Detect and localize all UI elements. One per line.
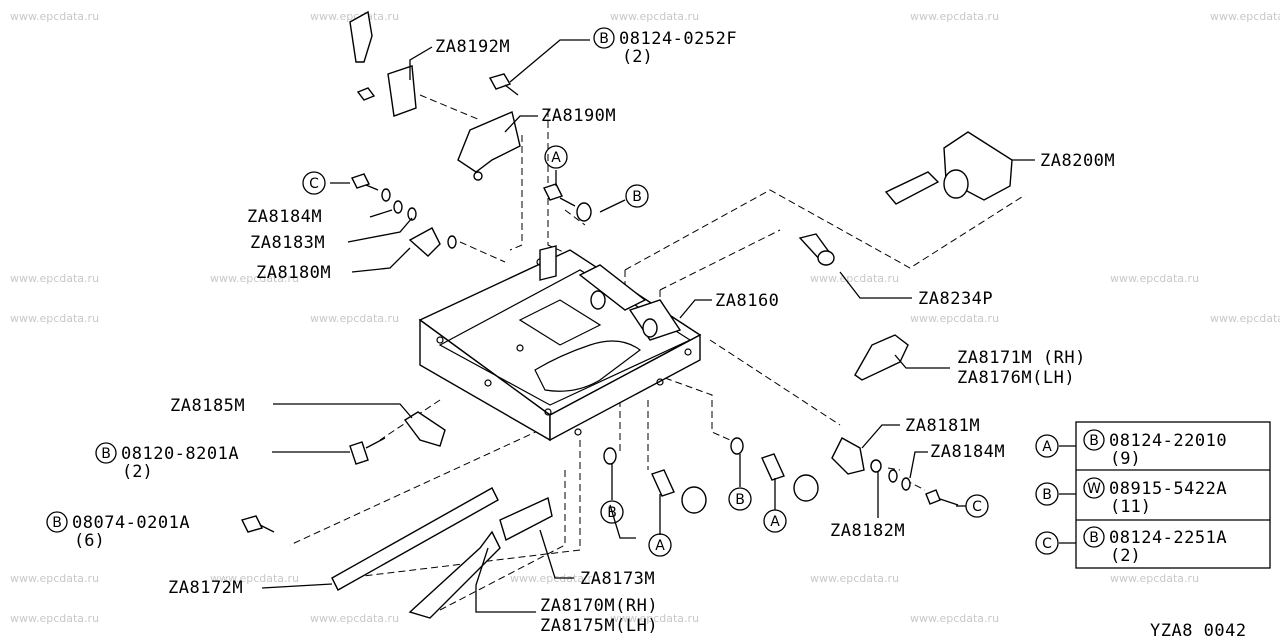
diagram-code: YZA8 0042: [1150, 621, 1247, 640]
label-za8170m: ZA8170M(RH): [540, 596, 658, 616]
label-za8181m: ZA8181M: [905, 416, 980, 436]
lever-part: [349, 10, 373, 63]
callout-a: A: [770, 514, 780, 530]
label-za8173m: ZA8173M: [580, 569, 655, 589]
legend-quantity: (9): [1110, 449, 1141, 469]
label-za8184m: ZA8184M: [930, 442, 1005, 462]
legend-quantity: (2): [1110, 546, 1141, 566]
watermark: www.epcdata.ru: [310, 10, 399, 23]
watermarks: www.epcdata.ru www.epcdata.ru www.epcdat…: [10, 10, 1280, 625]
watermark: www.epcdata.ru: [810, 572, 899, 585]
fastener-legend: A B 08124-22010 (9) B W 08915-5422A (11)…: [1035, 421, 1271, 569]
callouts: A B C B A B A C: [302, 145, 989, 557]
part-labels: ZA8192M ZA8190M ZA8200M ZA8184M ZA8183M …: [168, 37, 1115, 636]
legend-prefix: B: [1089, 530, 1099, 546]
watermark: www.epcdata.ru: [1110, 572, 1199, 585]
bolt-quantity: (2): [122, 462, 153, 482]
label-za8190m: ZA8190M: [541, 106, 616, 126]
bolt-quantity: (2): [622, 47, 653, 67]
watermark: www.epcdata.ru: [310, 312, 399, 325]
label-za8171m: ZA8171M (RH): [957, 348, 1086, 368]
legend-quantity: (11): [1110, 497, 1151, 517]
watermark: www.epcdata.ru: [10, 572, 99, 585]
watermark: www.epcdata.ru: [10, 612, 99, 625]
label-za8160: ZA8160: [715, 291, 779, 311]
watermark: www.epcdata.ru: [1210, 10, 1280, 23]
label-za8234p: ZA8234P: [918, 289, 993, 309]
watermark: www.epcdata.ru: [910, 10, 999, 23]
bolt-prefix: B: [599, 31, 609, 47]
callout-b: B: [735, 492, 745, 508]
label-za8185m: ZA8185M: [170, 396, 245, 416]
legend-part-number: 08915-5422A: [1109, 479, 1227, 499]
callout-c: C: [972, 499, 982, 515]
watermark: www.epcdata.ru: [210, 572, 299, 585]
legend-key: C: [1042, 536, 1052, 552]
watermark: www.epcdata.ru: [10, 272, 99, 285]
bolt-part-number: 08074-0201A: [72, 513, 190, 533]
watermark: www.epcdata.ru: [910, 312, 999, 325]
label-za8176m: ZA8176M(LH): [957, 368, 1075, 388]
label-za8200m: ZA8200M: [1040, 151, 1115, 171]
assembly-lines: [289, 94, 1026, 611]
callout-a: A: [655, 538, 665, 554]
legend-prefix: B: [1089, 433, 1099, 449]
seat-frame: [418, 245, 702, 442]
label-za8192m: ZA8192M: [435, 37, 510, 57]
parts: [240, 10, 1013, 619]
legend-key: A: [1042, 439, 1052, 455]
bolt-prefix: B: [52, 515, 62, 531]
label-za8182m: ZA8182M: [830, 521, 905, 541]
label-za8180m: ZA8180M: [256, 263, 331, 283]
legend-key: B: [1042, 487, 1052, 503]
watermark: www.epcdata.ru: [10, 312, 99, 325]
watermark: www.epcdata.ru: [210, 272, 299, 285]
watermark: www.epcdata.ru: [10, 10, 99, 23]
watermark: www.epcdata.ru: [1110, 272, 1199, 285]
watermark: www.epcdata.ru: [1210, 312, 1280, 325]
callout-b: B: [632, 189, 642, 205]
watermark: www.epcdata.ru: [910, 612, 999, 625]
bolt-quantity: (6): [74, 531, 105, 551]
watermark: www.epcdata.ru: [610, 612, 699, 625]
bolt-labels: B 08124-0252F (2) B 08120-8201A (2) B 08…: [46, 27, 737, 551]
label-za8172m: ZA8172M: [168, 578, 243, 598]
watermark: www.epcdata.ru: [310, 612, 399, 625]
legend-prefix: W: [1087, 481, 1101, 497]
legend-part-number: 08124-2251A: [1109, 528, 1227, 548]
label-za8184m: ZA8184M: [247, 207, 322, 227]
watermark: www.epcdata.ru: [810, 272, 899, 285]
leader-lines: [261, 39, 1035, 613]
bolt-part-number: 08124-0252F: [619, 29, 737, 49]
callout-c: C: [309, 176, 319, 192]
label-za8175m: ZA8175M(LH): [540, 616, 658, 636]
label-za8183m: ZA8183M: [250, 233, 325, 253]
watermark: www.epcdata.ru: [610, 10, 699, 23]
bolt-prefix: B: [101, 446, 111, 462]
callout-a: A: [551, 150, 561, 166]
legend-part-number: 08124-22010: [1109, 431, 1227, 451]
bolt-part-number: 08120-8201A: [121, 444, 239, 464]
callout-b: B: [607, 505, 617, 521]
